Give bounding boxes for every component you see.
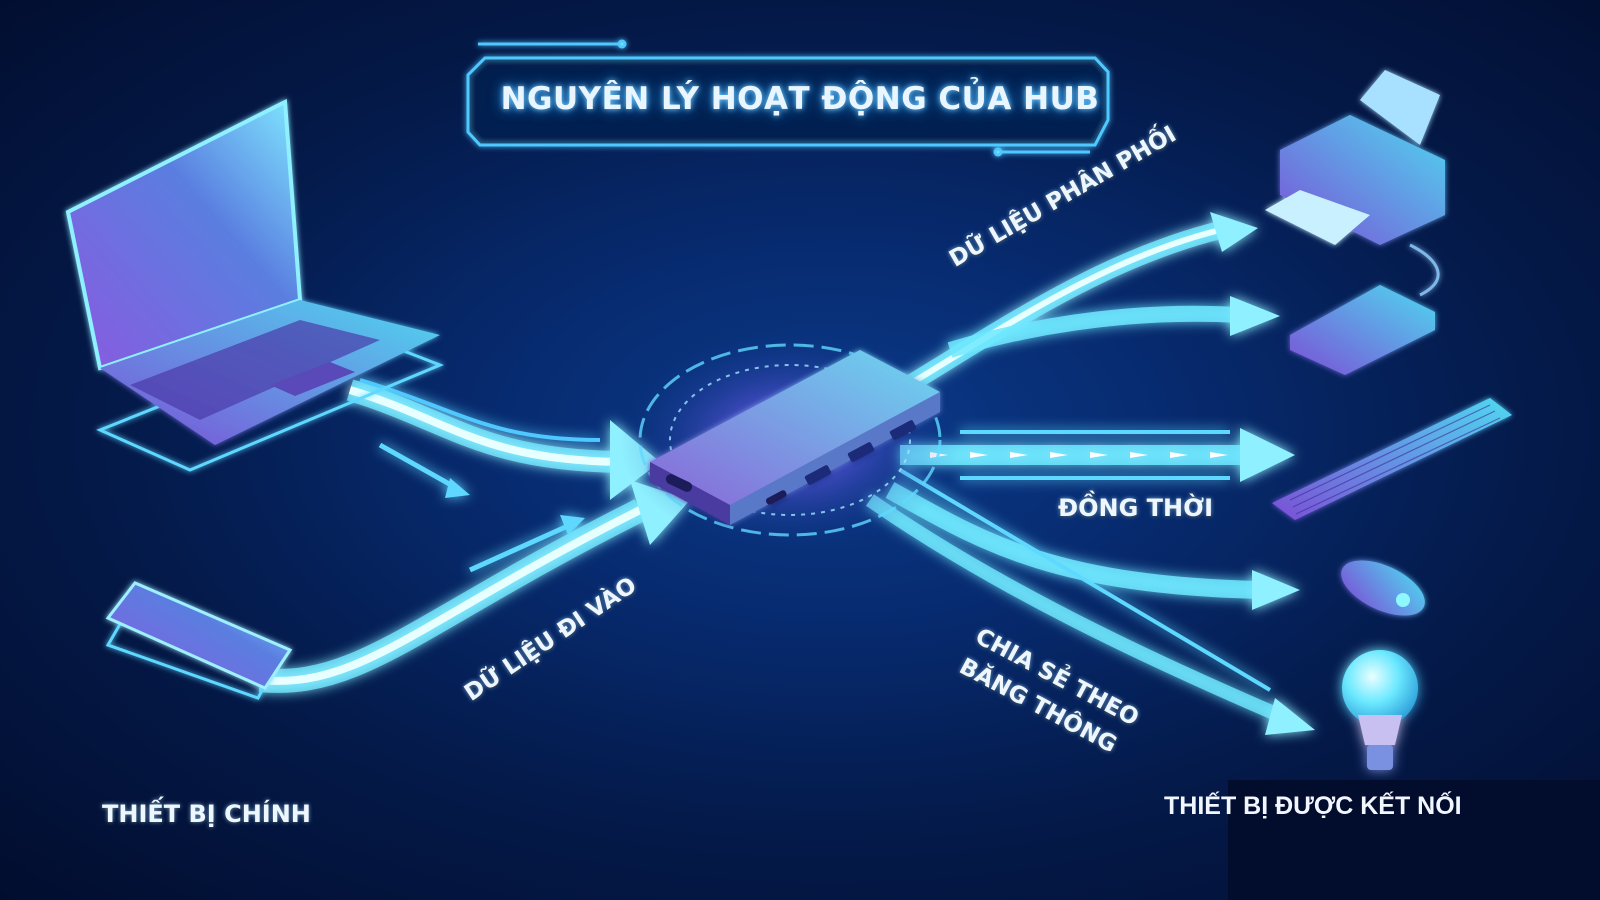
label-connected-devices-box: THIẾT BỊ ĐƯỢC KẾT NỐI (1164, 780, 1600, 900)
laptop-icon (65, 98, 445, 472)
smart-bulb-icon (1342, 650, 1418, 770)
output-flows (866, 212, 1315, 735)
printer-icon (1265, 70, 1445, 297)
usb-hub-icon (650, 350, 940, 525)
title-frame (466, 39, 1110, 157)
mouse-icon (1341, 560, 1425, 616)
smartphone-icon (105, 581, 293, 700)
label-main-device: THIẾT BỊ CHÍNH (102, 800, 311, 828)
label-connected-devices: THIẾT BỊ ĐƯỢC KẾT NỐI (1164, 792, 1462, 820)
title-banner: NGUYÊN LÝ HOẠT ĐỘNG CỦA HUB (470, 48, 1130, 150)
keyboard-icon (1272, 398, 1512, 520)
label-simultaneous: ĐỒNG THỜI (1058, 494, 1214, 522)
external-drive-icon (1290, 285, 1435, 375)
page-title: NGUYÊN LÝ HOẠT ĐỘNG CỦA HUB (500, 81, 1100, 117)
